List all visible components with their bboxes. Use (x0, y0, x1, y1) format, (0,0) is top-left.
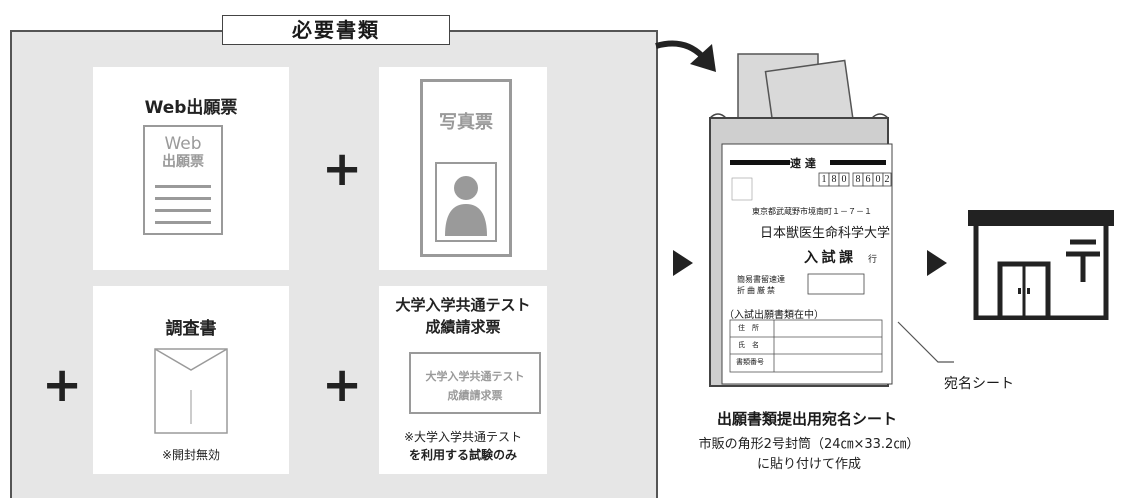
plus-icon: + (322, 141, 363, 197)
envelope-address: 東京都武蔵野市境南町１－７－１ (752, 207, 872, 216)
callout-line (897, 321, 954, 363)
postcode-digit: 8 (831, 174, 837, 185)
card-exam-note-line1: ※大学入学共通テスト (403, 430, 523, 444)
postcode-digit: 8 (855, 174, 861, 185)
envelope-row-address: 住 所 (738, 324, 759, 332)
arrow-right-icon (927, 250, 947, 276)
envelope-row-name: 氏 名 (738, 341, 759, 349)
envelope-enclosed: （入試出願書類在中） (724, 310, 824, 321)
card-survey: 調査書 ※開封無効 (93, 286, 289, 474)
envelope-illustration (709, 53, 893, 387)
caption-line2: に貼り付けて作成 (756, 457, 861, 472)
envelope-dept: 入 試 課 (804, 251, 853, 266)
envelope-dept-suffix: 行 (868, 254, 878, 264)
label-sheet-callout: 宛名シート (944, 376, 1014, 392)
envelope-side-label: 簡易書留速達 折 曲 厳 禁 (737, 275, 785, 295)
envelope-university: 日本獣医生命科学大学 (760, 225, 891, 240)
card-exam-note-line2: を利用する試験のみ (408, 448, 517, 462)
web-doc-line1: Web (164, 134, 202, 154)
portrait-frame (435, 162, 497, 242)
envelope-small-icon (154, 348, 228, 434)
photo-doc-title: 写真票 (439, 112, 493, 133)
card-exam-title-line1: 大学入学共通テスト (395, 296, 531, 314)
arrow-right-icon (673, 250, 693, 276)
caption-line1: 市販の角形2号封筒（24㎝×33.2㎝） (698, 437, 920, 452)
postcode-digit: 0 (841, 174, 847, 185)
postcode-digit: 2 (884, 174, 890, 185)
card-survey-note: ※開封無効 (161, 448, 221, 462)
curved-arrow-icon (655, 40, 716, 72)
exam-doc-line2: 成績請求票 (447, 389, 503, 402)
postcode-digit: 0 (875, 174, 881, 185)
photo-doc-icon: 写真票 (420, 79, 512, 257)
card-exam-title-line2: 成績請求票 (425, 318, 501, 336)
plus-icon: + (322, 357, 363, 413)
exam-doc-line1: 大学入学共通テスト (425, 370, 525, 383)
exam-doc-icon: 大学入学共通テスト 成績請求票 (409, 352, 541, 414)
card-photo: 写真票 (379, 67, 547, 270)
postcode-digit: 1 (821, 174, 827, 185)
web-doc-line2: 出願票 (162, 154, 204, 170)
card-survey-title: 調査書 (165, 319, 217, 339)
card-common-test: 大学入学共通テスト 成績請求票 大学入学共通テスト 成績請求票 ※大学入学共通テ… (379, 286, 547, 474)
card-web-application: Web出願票 Web 出願票 (93, 67, 289, 270)
person-icon (445, 176, 487, 236)
plus-icon: + (42, 357, 83, 413)
caption-title: 出願書類提出用宛名シート (716, 410, 897, 428)
card-web-title: Web出願票 (144, 98, 238, 118)
envelope-row-number: 書類番号 (736, 358, 764, 366)
post-office-icon (968, 210, 1114, 320)
envelope-sokutatsu: 速 達 (790, 157, 816, 170)
panel-title: 必要書類 (222, 15, 450, 45)
postcode-digit: 6 (865, 174, 871, 185)
web-doc-icon: Web 出願票 (143, 125, 223, 235)
